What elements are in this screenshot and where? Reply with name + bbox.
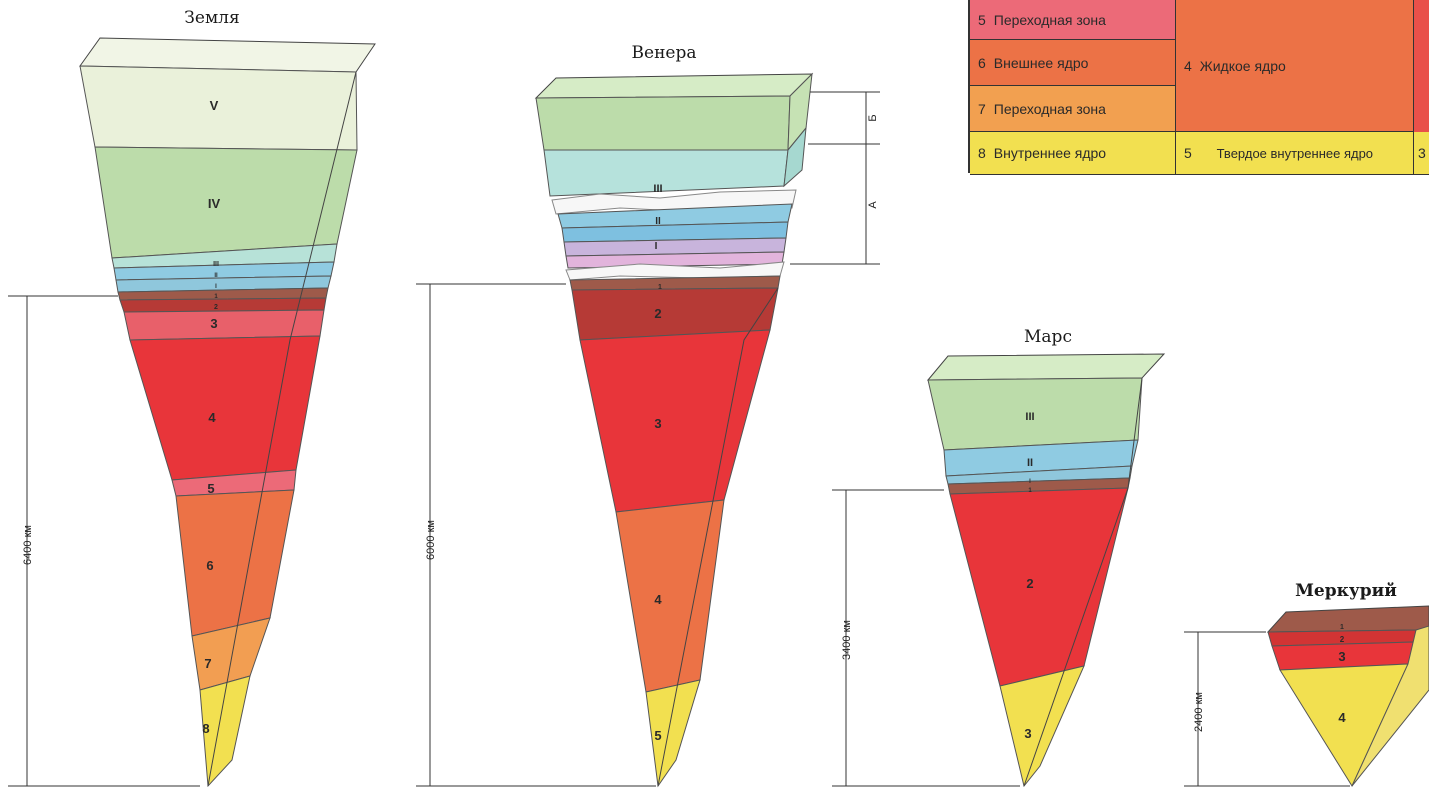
- venus-label-3: 3: [654, 416, 661, 431]
- venus-bracket-b-label: Б: [867, 114, 879, 121]
- legend-row-7-num: 7: [978, 101, 986, 117]
- earth-layer-v: [80, 66, 357, 150]
- legend-row-8: 8 Внутреннее ядро: [970, 132, 1176, 175]
- mars-label-3: 3: [1024, 726, 1031, 741]
- venus-label-4: 4: [654, 592, 662, 607]
- earth-title: Земля: [184, 8, 239, 28]
- earth-label-3: 3: [210, 316, 217, 331]
- legend-liquid-core-num: 4: [1184, 58, 1192, 74]
- mercury-scale-label: 2400 км: [1193, 692, 1205, 732]
- legend-row-8-text: Внутреннее ядро: [994, 145, 1106, 161]
- mars-label-ii: II: [1027, 457, 1033, 469]
- legend-solid-core-num: 5: [1184, 145, 1192, 161]
- earth-label-6: 6: [206, 558, 213, 573]
- mercury-section: Меркурий 1 2 3 4 2400 км: [1184, 581, 1429, 786]
- legend-row-6-num: 6: [978, 55, 986, 71]
- venus-bracket-a-label: А: [867, 201, 879, 209]
- earth-label-4: 4: [208, 410, 216, 425]
- mercury-label-2: 2: [1340, 635, 1345, 644]
- legend-row-8-num: 8: [978, 145, 986, 161]
- venus-layer-iii: [544, 150, 788, 196]
- mars-layer-iii: [928, 378, 1142, 450]
- earth-label-v: V: [210, 98, 219, 113]
- mars-layer-2: [950, 488, 1128, 686]
- earth-label-7: 7: [204, 656, 211, 671]
- venus-label-iii: III: [653, 183, 662, 195]
- legend-solid-core-text: Твердое внутреннее ядро: [1200, 147, 1390, 160]
- earth-label-ii: II: [214, 273, 218, 279]
- mercury-label-4: 4: [1338, 710, 1346, 725]
- venus-label-2: 2: [654, 306, 661, 321]
- venus-label-i: I: [655, 241, 658, 252]
- venus-label-1: 1: [658, 284, 662, 291]
- earth-label-5: 5: [207, 481, 214, 496]
- earth-scale-label: 6400 км: [22, 525, 34, 565]
- mars-title: Марс: [1024, 327, 1072, 347]
- mercury-layer-1: [1268, 606, 1429, 632]
- mercury-label-1: 1: [1340, 624, 1344, 631]
- mars-label-2: 2: [1026, 576, 1033, 591]
- earth-section: Земля V IV III II I 1 2 3 4 5 6 7 8: [8, 8, 375, 786]
- venus-section: Венера III II I 1 2 3 4 5 Б А: [416, 43, 880, 786]
- earth-label-iv: IV: [208, 196, 221, 211]
- mars-top-face: [928, 354, 1164, 380]
- mars-label-iii: III: [1025, 411, 1034, 423]
- mars-section: Марс III II I 1 2 3 3400 км: [832, 327, 1164, 786]
- venus-top-face: [536, 74, 812, 98]
- venus-title: Венера: [632, 43, 697, 63]
- legend-solid-core: 5 Твердое внутреннее ядро: [1176, 132, 1414, 175]
- legend-row-5-text: Переходная зона: [994, 12, 1106, 28]
- legend-liquid-core-text: Жидкое ядро: [1200, 58, 1286, 74]
- earth-label-iii: III: [213, 261, 219, 268]
- mars-layer-3: [1000, 666, 1084, 786]
- legend-table: 5 Переходная зона 6 Внешнее ядро 7 Перех…: [968, 0, 1429, 173]
- legend-right-num: 3: [1418, 145, 1426, 161]
- legend-row-6-text: Внешнее ядро: [994, 55, 1089, 71]
- legend-row-5-num: 5: [978, 12, 986, 28]
- venus-label-5: 5: [654, 728, 661, 743]
- earth-layer-4: [130, 336, 320, 480]
- venus-label-ii: II: [655, 216, 661, 227]
- venus-layer-3: [580, 330, 770, 512]
- legend-row-6: 6 Внешнее ядро: [970, 40, 1176, 86]
- mercury-title: Меркурий: [1295, 581, 1397, 601]
- legend-right-cell: 3: [1414, 132, 1429, 175]
- earth-layer-iv: [95, 147, 357, 258]
- legend-row-7-text: Переходная зона: [994, 101, 1106, 117]
- legend-liquid-core: 4 Жидкое ядро: [1176, 0, 1414, 132]
- earth-layer-6: [176, 490, 294, 636]
- earth-label-2: 2: [214, 304, 218, 311]
- legend-row-5: 5 Переходная зона: [970, 0, 1176, 40]
- venus-crust-upper: [536, 96, 790, 150]
- earth-label-8: 8: [202, 721, 209, 736]
- mercury-label-3: 3: [1338, 649, 1345, 664]
- legend-row-7: 7 Переходная зона: [970, 86, 1176, 132]
- mars-scale-label: 3400 км: [841, 620, 853, 660]
- venus-scale-label: 6000 км: [425, 520, 437, 560]
